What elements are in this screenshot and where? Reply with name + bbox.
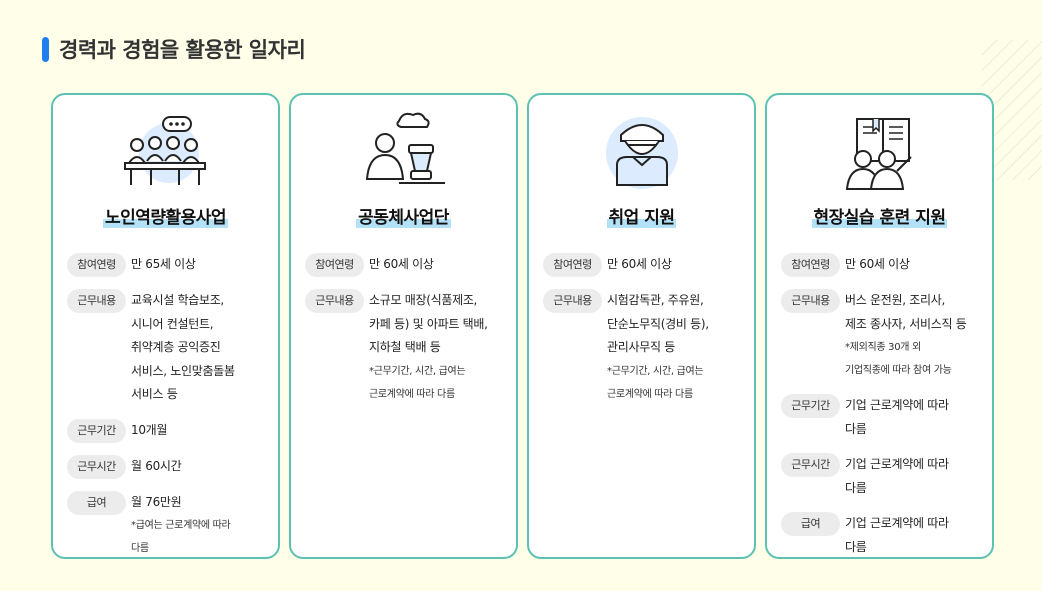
row-note: 근로계약에 따라 다름 (607, 388, 693, 400)
row-value: 기업 근로계약에 따라 (845, 516, 949, 530)
row-value: 서비스 등 (131, 387, 178, 401)
row-value: 기업 근로계약에 따라 (845, 398, 949, 412)
row-value: 시험감독관, 주유원, (607, 293, 704, 307)
row-value: 교육시설 학습보조, (131, 293, 224, 307)
row-label: 참여연령 (781, 253, 840, 277)
section-header: 경력과 경험을 활용한 일자리 (42, 34, 306, 64)
row-value: 기업 근로계약에 따라 (845, 457, 949, 471)
row-value: 취약계층 공익증진 (131, 340, 221, 354)
job-card-field-training: 현장실습 훈련 지원 참여연령 만 60세 이상 근무내용 버스 운전원, 조리… (765, 93, 994, 559)
row-value: 서비스, 노인맞춤돌봄 (131, 363, 235, 378)
info-row-age: 참여연령 만 60세 이상 (543, 253, 744, 277)
row-label: 급여 (67, 490, 126, 515)
info-row-duties: 근무내용 버스 운전원, 조리사, 제조 종사자, 서비스직 등 *제외직종 3… (781, 289, 982, 382)
row-value: 만 60세 이상 (369, 257, 434, 271)
row-label: 근무내용 (67, 289, 126, 313)
info-row-pay: 급여 기업 근로계약에 따라 다름 (781, 512, 982, 559)
row-note: 기업직종에 따라 참여 가능 (845, 365, 952, 376)
info-row-hours: 근무시간 기업 근로계약에 따라 다름 (781, 453, 982, 500)
row-note: *제외직종 30개 외 (845, 342, 921, 353)
row-value: 만 60세 이상 (845, 257, 910, 271)
row-label: 참여연령 (305, 253, 364, 277)
title-accent-bar (42, 36, 49, 62)
training-book-icon (845, 118, 912, 190)
row-note: *근무기간, 시간, 급여는 (369, 365, 466, 377)
row-label: 근무기간 (781, 394, 840, 418)
row-value: 관리사무직 등 (607, 340, 675, 354)
row-note: *근무기간, 시간, 급여는 (607, 365, 704, 377)
row-label: 근무내용 (781, 289, 840, 313)
row-value: 단순노무직(경비 등), (607, 316, 709, 331)
row-note: 다름 (131, 543, 149, 554)
row-value: 10개월 (131, 422, 168, 437)
row-label: 근무내용 (543, 289, 602, 313)
info-row-duties: 근무내용 교육시설 학습보조, 시니어 컨설턴트, 취약계층 공익증진 서비스,… (67, 289, 268, 407)
info-row-duties: 근무내용 소규모 매장(식품제조, 카페 등) 및 아파트 택배, 지하철 택배… (305, 289, 506, 406)
row-label: 근무내용 (305, 289, 364, 313)
meeting-people-icon (123, 116, 206, 185)
row-value: 버스 운전원, 조리사, (845, 293, 945, 307)
card-title: 취업 지원 (606, 208, 677, 228)
info-row-duties: 근무내용 시험감독관, 주유원, 단순노무직(경비 등), 관리사무직 등 *근… (543, 289, 744, 406)
card-title: 공동체사업단 (356, 208, 451, 228)
row-value: 다름 (845, 480, 867, 495)
job-card-community: 공동체사업단 참여연령 만 60세 이상 근무내용 소규모 매장(식품제조, 카… (289, 93, 518, 559)
food-service-worker-icon (365, 112, 445, 184)
row-value: 다름 (845, 539, 867, 554)
job-card-senior-capacity: 노인역량활용사업 참여연령 만 65세 이상 근무내용 교육시설 학습보조, 시… (51, 93, 280, 559)
row-label: 급여 (781, 512, 840, 536)
info-row-age: 참여연령 만 60세 이상 (781, 253, 982, 277)
info-row-period: 근무기간 10개월 (67, 418, 268, 443)
row-value: 월 60시간 (131, 458, 182, 473)
job-card-employment-support: 취업 지원 참여연령 만 60세 이상 근무내용 시험감독관, 주유원, 단순노… (527, 93, 756, 559)
row-label: 참여연령 (67, 253, 126, 277)
worker-with-cap-icon (605, 117, 678, 189)
row-value: 다름 (845, 421, 867, 436)
card-title: 노인역량활용사업 (102, 208, 229, 228)
row-label: 근무시간 (781, 453, 840, 477)
row-value: 소규모 매장(식품제조, (369, 293, 478, 307)
row-value: 카페 등) 및 아파트 택배, (369, 316, 488, 331)
page-title: 경력과 경험을 활용한 일자리 (59, 38, 306, 62)
row-value: 지하철 택배 등 (369, 340, 441, 354)
row-note: *급여는 근로계약에 따라 (131, 520, 231, 531)
info-row-age: 참여연령 만 60세 이상 (305, 253, 506, 277)
info-row-period: 근무기간 기업 근로계약에 따라 다름 (781, 394, 982, 441)
row-value: 제조 종사자, 서비스직 등 (845, 316, 967, 331)
row-value: 만 60세 이상 (607, 257, 672, 271)
info-row-age: 참여연령 만 65세 이상 (67, 253, 268, 277)
row-label: 근무기간 (67, 418, 126, 443)
row-label: 참여연령 (543, 253, 602, 277)
card-title: 현장실습 훈련 지원 (811, 208, 948, 228)
info-row-hours: 근무시간 월 60시간 (67, 454, 268, 479)
row-value: 시니어 컨설턴트, (131, 316, 214, 331)
row-value: 만 65세 이상 (131, 257, 196, 271)
info-row-pay: 급여 월 76만원 *급여는 근로계약에 따라 다름 (67, 490, 268, 561)
row-value: 월 76만원 (131, 494, 182, 509)
row-label: 근무시간 (67, 454, 126, 479)
row-note: 근로계약에 따라 다름 (369, 388, 455, 400)
